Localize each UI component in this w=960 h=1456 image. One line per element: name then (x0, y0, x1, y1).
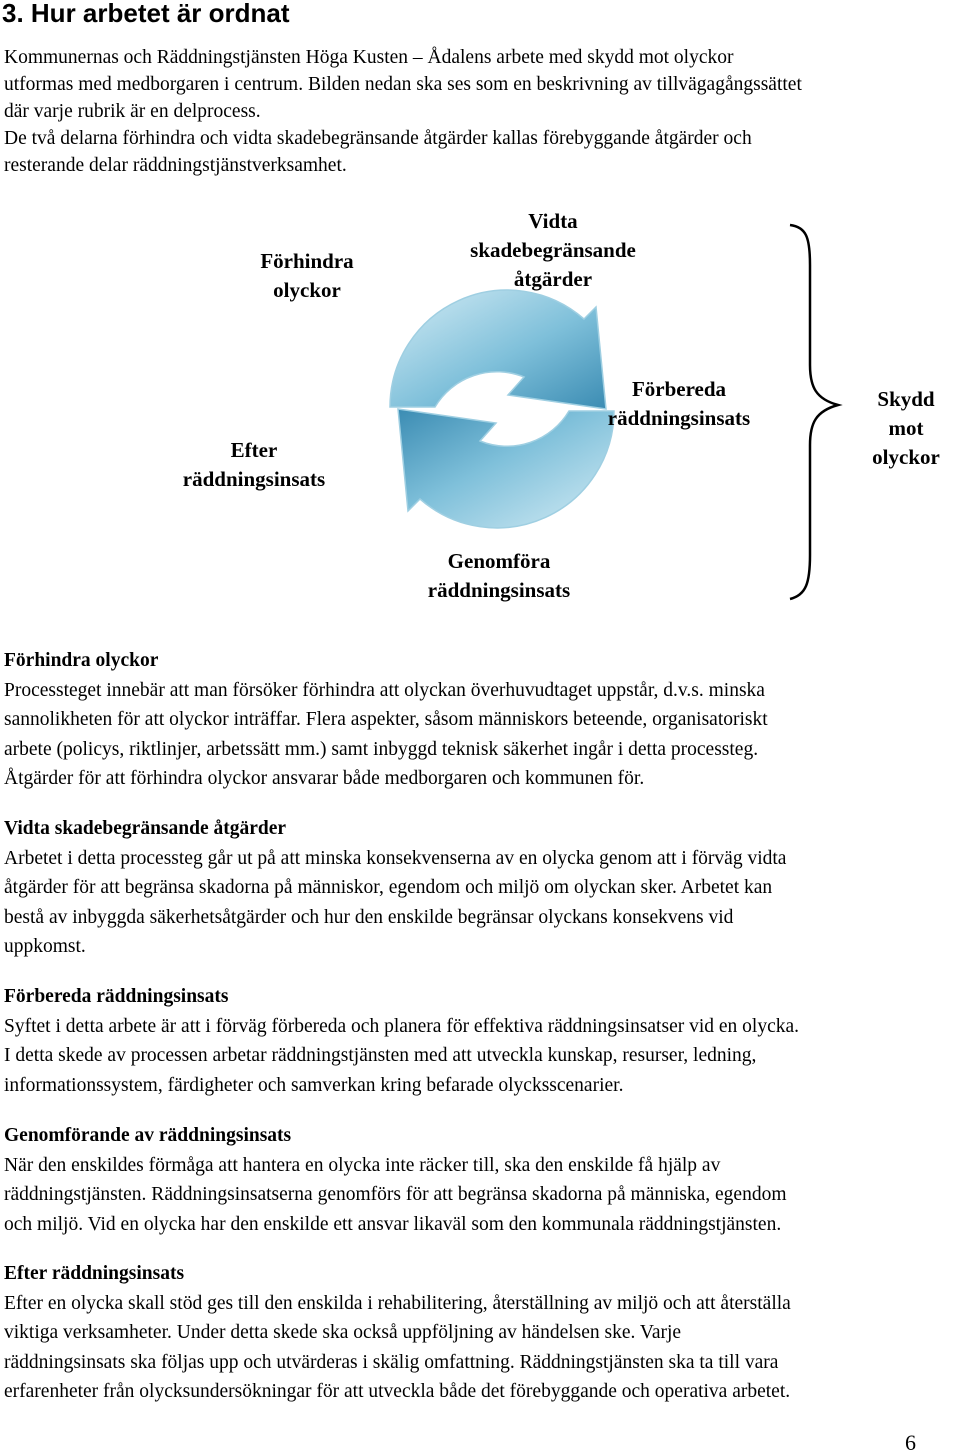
section-title: Genomförande av räddningsinsats (4, 1125, 292, 1146)
section-line: Efter en olycka skall stöd ges till den … (4, 1292, 791, 1314)
section-title: Förbereda räddningsinsats (4, 986, 229, 1007)
section-line: Åtgärder för att förhindra olyckor ansva… (4, 768, 645, 789)
section-line: räddningsinsats ska följas upp och utvär… (4, 1351, 779, 1373)
section-line: Processteget innebär att man försöker fö… (4, 679, 765, 701)
label-forbereda: Förbereda räddningsinsats (607, 377, 751, 430)
section-vidta: Vidta skadebegränsande åtgärder Arbetet … (4, 814, 944, 962)
section-line: I detta skede av processen arbetar räddn… (4, 1045, 757, 1066)
section-line: och miljö. Vid en olycka har den enskild… (4, 1213, 782, 1235)
intro-line: resterande delar räddningstjänstverksamh… (4, 155, 347, 176)
section-line: sannolikheten för att olyckor inträffar.… (4, 709, 768, 730)
intro-line: utformas med medborgaren i centrum. Bild… (4, 74, 802, 95)
section-title: Vidta skadebegränsande åtgärder (4, 818, 287, 839)
cycle-arrow-lower (397, 408, 615, 529)
cycle-arrow-upper (389, 289, 607, 410)
page-heading: 3. Hur arbetet är ordnat (2, 0, 290, 28)
intro-line: där varje rubrik är en delprocess. (4, 101, 261, 122)
section-line: viktiga verksamheter. Under detta skede … (4, 1322, 682, 1343)
section-line: åtgärder för att begränsa skadorna på mä… (4, 877, 773, 898)
section-forbereda: Förbereda räddningsinsats Syftet i detta… (4, 982, 944, 1100)
section-line: bestå av inbyggda säkerhetsåtgärder och … (4, 906, 734, 928)
section-line: räddningstjänsten. Räddningsinsatserna g… (4, 1184, 787, 1205)
section-title: Förhindra olyckor (4, 650, 159, 671)
intro-paragraph: Kommunernas och Räddningstjänsten Höga K… (4, 44, 944, 179)
section-line: informationssystem, färdigheter och samv… (4, 1074, 624, 1096)
cycle-graphic (389, 223, 843, 601)
section-line: Syftet i detta arbete är att i förväg fö… (4, 1015, 800, 1037)
intro-line: De två delarna förhindra och vidta skade… (4, 128, 752, 149)
section-genomforande: Genomförande av räddningsinsats När den … (4, 1121, 944, 1239)
section-forhindra: Förhindra olyckor Processteget innebär a… (4, 646, 944, 794)
brace-icon (789, 223, 843, 601)
label-vidta: Vidta skadebegränsande åtgärder (470, 209, 636, 291)
label-skydd: Skydd mot olyckor (872, 387, 940, 469)
page-number: 6 (905, 1430, 916, 1455)
section-line: När den enskildes förmåga att hantera en… (4, 1154, 721, 1176)
label-genomfora: Genomföra räddningsinsats (427, 549, 571, 602)
section-line: arbete (policys, riktlinjer, arbetssätt … (4, 738, 759, 760)
section-efter: Efter räddningsinsats Efter en olycka sk… (4, 1259, 944, 1407)
section-line: Arbetet i detta processteg går ut på att… (4, 847, 787, 869)
section-line: erfarenheter från olycksundersökningar f… (4, 1381, 791, 1402)
section-title: Efter räddningsinsats (4, 1263, 185, 1284)
label-forhindra: Förhindra olyckor (260, 249, 354, 302)
process-cycle-diagram: Förhindra olyckor Vidta skadebegränsande… (0, 195, 960, 615)
label-efter: Efter räddningsinsats (182, 438, 326, 491)
section-line: uppkomst. (4, 936, 86, 957)
intro-line: Kommunernas och Räddningstjänsten Höga K… (4, 47, 734, 68)
